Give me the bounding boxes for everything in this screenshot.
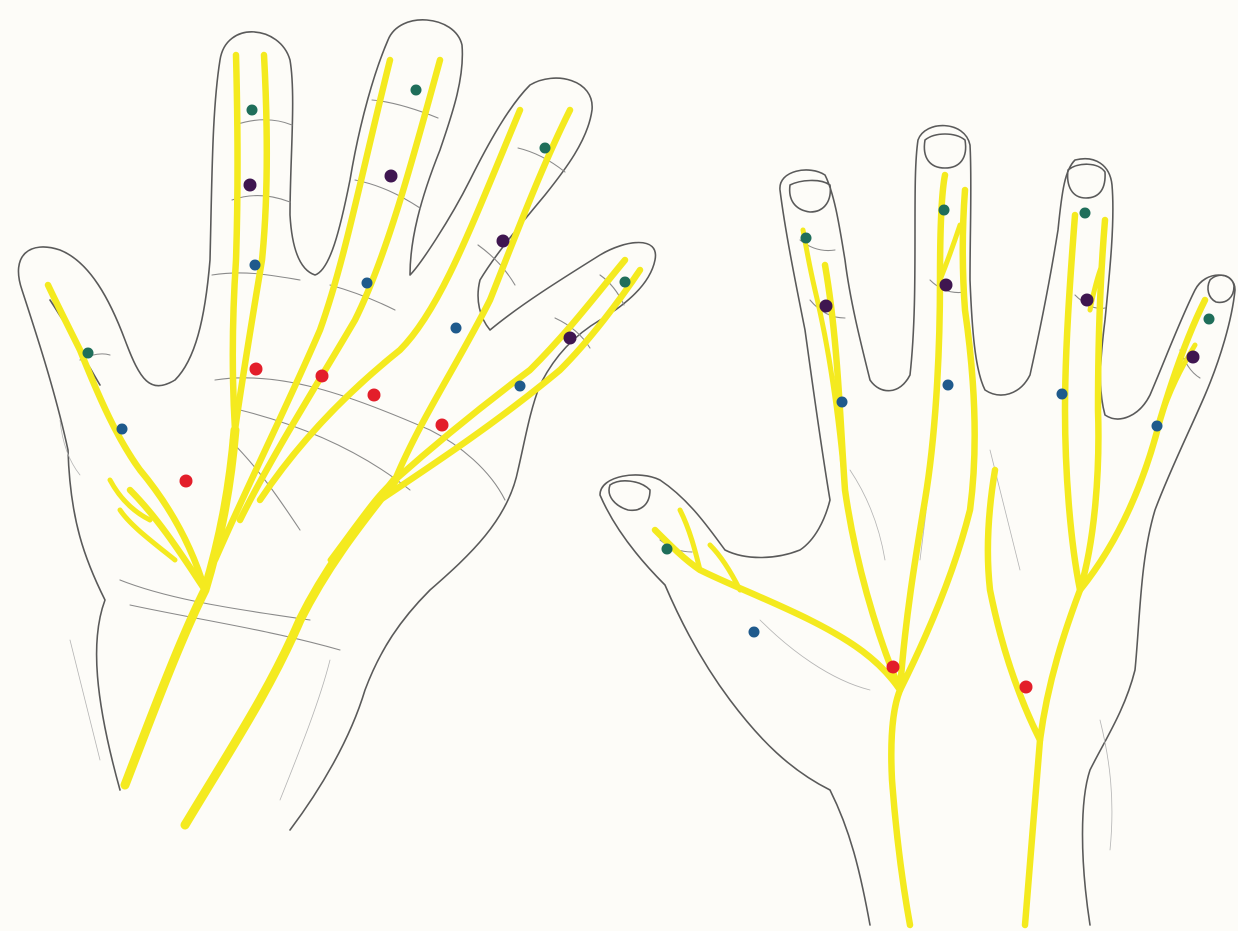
palmar-hand-purple-point: [385, 170, 398, 183]
palmar-hand-teal-point: [247, 105, 258, 116]
dorsal-hand-blue-point: [1057, 389, 1068, 400]
dorsal-hand-blue-point: [837, 397, 848, 408]
palmar-hand-purple-point: [244, 179, 257, 192]
dorsal-hand-blue-point: [943, 380, 954, 391]
dorsal-hand-purple-point: [1081, 294, 1094, 307]
dorsal-hand-purple-point: [940, 279, 953, 292]
dorsal-hand-teal-point: [662, 544, 673, 555]
palmar-hand-purple-point: [564, 332, 577, 345]
dorsal-hand-purple-point: [820, 300, 833, 313]
palmar-hand-red-point: [368, 389, 381, 402]
dorsal-hand-teal-point: [801, 233, 812, 244]
palmar-hand-teal-point: [540, 143, 551, 154]
palmar-hand-teal-point: [620, 277, 631, 288]
palmar-hand-red-point: [250, 363, 263, 376]
palmar-hand-red-point: [180, 475, 193, 488]
dorsal-hand-red-point: [887, 661, 900, 674]
palmar-hand-blue-point: [250, 260, 261, 271]
palmar-hand-blue-point: [515, 381, 526, 392]
dorsal-hand-red-point: [1020, 681, 1033, 694]
palmar-hand-blue-point: [117, 424, 128, 435]
dorsal-hand-teal-point: [1080, 208, 1091, 219]
palmar-hand-red-point: [316, 370, 329, 383]
palmar-hand-teal-point: [411, 85, 422, 96]
dorsal-hand-blue-point: [749, 627, 760, 638]
palmar-hand-red-point: [436, 419, 449, 432]
dorsal-hand-blue-point: [1152, 421, 1163, 432]
palmar-hand-blue-point: [362, 278, 373, 289]
dorsal-hand-teal-point: [939, 205, 950, 216]
palmar-hand-blue-point: [451, 323, 462, 334]
dorsal-hand-purple-point: [1187, 351, 1200, 364]
palmar-hand-purple-point: [497, 235, 510, 248]
palmar-hand-teal-point: [83, 348, 94, 359]
dorsal-hand-teal-point: [1204, 314, 1215, 325]
